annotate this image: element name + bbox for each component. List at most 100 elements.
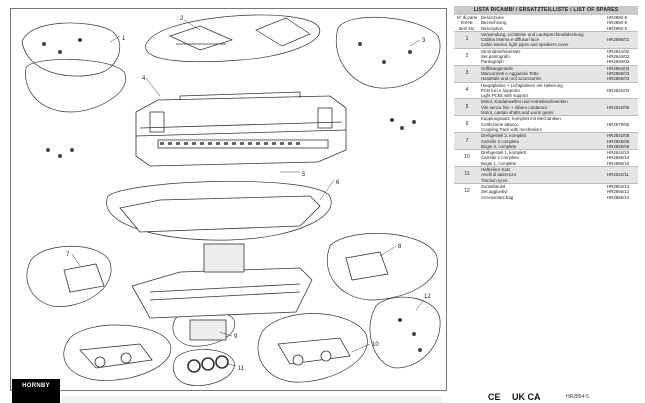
description-line: Haftreifen-Satz [481,167,511,173]
spare-item-number: 1 [454,30,480,49]
spare-codes: HR2579/06 [606,115,638,133]
bogies [63,251,389,369]
bubble-top-left [21,22,121,77]
spare-item-number: 10 [454,149,480,167]
description-line: PCB luci e supporto [481,87,520,93]
description-line: Light PCBs with support [481,93,528,99]
part-code: HR2542/04 [607,87,630,93]
spare-codes: HR2585/01 [606,30,638,49]
bubble-accessories [369,296,441,369]
part-code [607,93,637,98]
part-code: HR2854/12 [607,183,630,189]
description-line: Pantograph [481,59,504,65]
description-line: Stromabnehmersatz [481,48,521,54]
description-line: Cabin interior, light pipes and speakers… [481,42,569,48]
part-code: HR2542/08 [607,133,630,139]
description-line: Traction tyres [481,177,508,183]
bubble-top-right [336,17,441,89]
spares-title: LISTA RICAMBI / ERSATZTEILLISTE / LIST O… [454,6,638,15]
callout-11: 11 [238,366,245,372]
loco-body [135,91,347,167]
spares-list: LISTA RICAMBI / ERSATZTEILLISTE / LIST O… [454,6,638,248]
description-line: Set aggiuntivi [481,189,508,195]
part-code: HR2855/10 [607,155,630,161]
description-line: Griffstangenteile [481,65,513,71]
spares-table: N° di parte Teil-Nr. Item No. Descrizion… [454,15,638,200]
bubble-bottom-right-bogie [257,313,368,383]
bottom-strip [62,396,442,403]
part-code: HR2855/12 [607,189,630,195]
description-line: Mancorrenti e Aggiuntivi Tetto [481,70,539,76]
description-line: Hauptplatine + Lichtplatinen mit Halteru… [481,82,563,88]
spare-description: Hauptplatine + Lichtplatinen mit Halteru… [480,81,606,99]
bubble-left-cab [25,59,127,113]
callout-6: 6 [336,180,340,186]
small-parts [42,38,422,352]
description-line: Coupling Pack with mechanism [481,126,543,132]
part-code: HR2856/10 [607,160,630,166]
spare-codes: HR2542/04 [606,81,638,99]
part-code: HR2644/02 [607,54,630,60]
description-line: Bogie 2, complete [481,143,517,149]
spare-item-number: 2 [454,47,480,66]
callout-8: 8 [398,244,402,250]
part-code: HR2855/08 [607,138,630,144]
part-code: HR2542/10 [607,150,630,156]
callout-7: 7 [66,252,70,258]
traction-tyres [187,355,229,373]
parts-diagram-svg: 1 2 3 4 5 6 7 8 9 10 11 12 [21,14,441,386]
part-code [607,110,637,115]
spare-codes: HR2542/11 [606,166,638,184]
product-code: HR2854-5 [566,394,589,400]
description-line: Drehgestell 2, komplett [481,133,526,139]
part-code: HR2856/08 [607,143,630,149]
spare-item-number: 3 [454,64,480,83]
description-line: Accessories bag [481,194,514,200]
part-code: HR2644/02 [607,48,630,54]
callout-4: 4 [142,76,146,82]
description-line: Carrello 1 completo [481,155,520,161]
spare-item-number: 7 [454,132,480,150]
chassis [119,195,321,341]
spare-item-number: 4 [454,81,480,99]
spare-description: Verwendung, Lichtleiter und Lautsprecher… [480,30,606,49]
brand-logo: HORNBY [12,379,60,403]
callout-10: 10 [372,342,379,348]
header-codes: HR2850-5 HR2850-5 HR2850-5 [607,15,628,31]
spare-codes: HR2542/05 [606,98,638,116]
callout-12: 12 [424,294,431,300]
spares-header-row: N° di parte Teil-Nr. Item No. Descrizion… [454,15,638,31]
spare-item-number: 11 [454,166,480,184]
description-line: Motor, Kardanwellen und Antriebsschnecke… [481,99,568,105]
callout-3: 3 [422,38,426,44]
part-code: HR2579/06 [607,121,630,127]
description-line: Cabina interna e diffusori luce [481,37,540,43]
description-line: Bogie 1, complete [481,160,517,166]
spare-description: Motor, Kardanwellen und Antriebsschnecke… [480,98,606,116]
ce-mark: CE [488,392,501,402]
bubble-bottom-left [63,324,172,381]
part-code: HR2650/02 [607,59,630,65]
bubble-tyres [172,349,235,386]
description-line: Confezione attacco [481,121,519,127]
bubble-pantograph [145,14,321,63]
part-code: HR2542/11 [607,172,629,178]
part-code: HR2856/03 [607,76,630,82]
compliance-marks: CE UK CA HR2854-5 [488,392,638,403]
